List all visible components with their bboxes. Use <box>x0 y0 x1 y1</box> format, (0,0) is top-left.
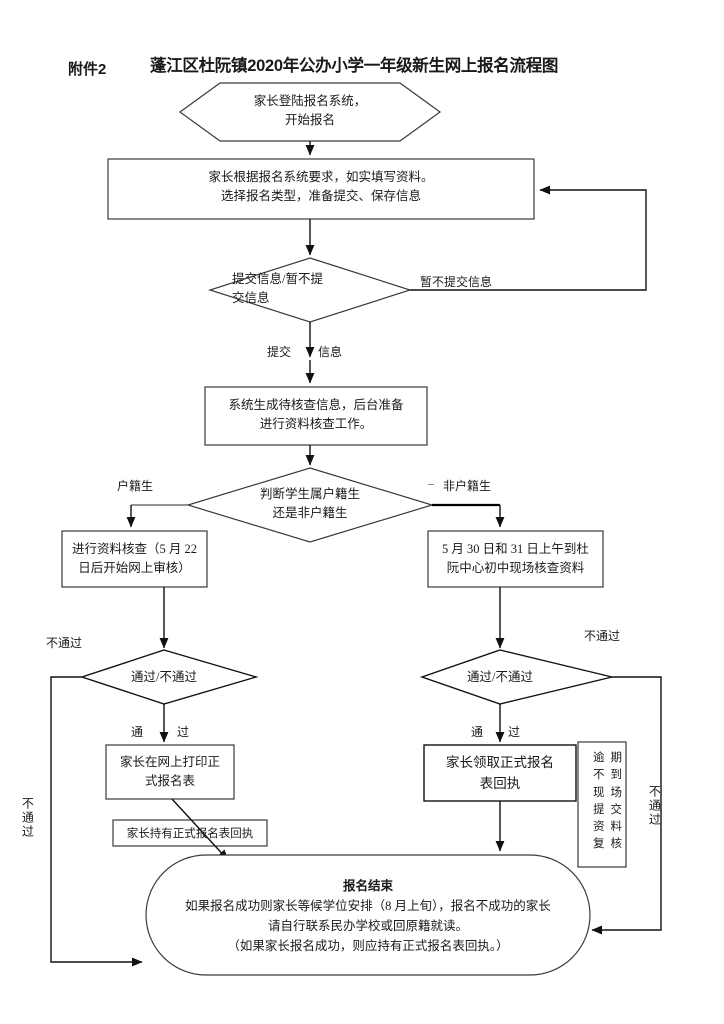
node-start-line1: 家长登陆报名系统， <box>253 94 367 108</box>
node-start-line2: 开始报名 <box>284 113 335 128</box>
page-title: 蓬江区杜阮镇2020年公办小学一年级新生网上报名流程图 <box>150 57 559 75</box>
node-end-shape <box>145 854 591 976</box>
node-receive-receipt-label: 家长领取正式报名 表回执 <box>424 753 576 795</box>
node-right-pass-decision-line1: 通过/不通过 <box>467 670 533 684</box>
node-system-generate-shape <box>204 386 428 446</box>
node-end-label: 报名结束 如果报名成功则家长等候学位安排（8 月上旬），报名不成功的家长 请自行… <box>150 876 586 956</box>
edge-label-submit-right: 信息 <box>318 345 343 359</box>
edge-label-local-student: 户籍生 <box>117 479 154 493</box>
edge-label-left-fail-vertical: 不通过 <box>20 797 35 839</box>
node-system-generate-line1: 系统生成待核查信息，后台准备 <box>228 398 404 412</box>
node-local-review-line1: 进行资料核查（5 月 22 <box>71 542 197 556</box>
edge-label-right-fail-vertical: 不通过 <box>647 785 662 827</box>
node-fill-form-line2: 选择报名类型，准备提交、保存信息 <box>220 189 421 204</box>
node-start-shape <box>178 82 442 142</box>
node-system-generate-line2: 进行资料核查工作。 <box>259 417 373 432</box>
node-overdue-note-shape <box>577 741 627 868</box>
edge-label-nonlocal-student: 非户籍生 <box>443 479 492 493</box>
node-household-decision-label: 判断学生属户籍生 还是非户籍生 <box>230 485 390 524</box>
node-end-line2: 请自行联系民办学校或回原籍就读。 <box>267 919 468 933</box>
attachment-label: 附件2 <box>68 61 107 78</box>
node-receive-receipt-shape <box>423 744 577 802</box>
node-nonlocal-review-line2: 阮中心初中现场核查资料 <box>446 561 585 576</box>
node-start-label: 家长登陆报名系统， 开始报名 <box>180 92 440 131</box>
node-receive-receipt-line1: 家长领取正式报名 <box>446 755 554 770</box>
edge-label-left-fail-top: 不通过 <box>46 636 83 650</box>
node-print-form-label: 家长在网上打印正 式报名表 <box>106 753 234 792</box>
edge-label-left-pass-a: 通 <box>131 725 144 739</box>
node-nonlocal-review-shape <box>427 530 604 588</box>
node-nonlocal-review-line1: 5 月 30 日和 31 日上午到杜 <box>442 542 589 556</box>
node-print-form-line1: 家长在网上打印正 <box>119 755 220 769</box>
edge-label-right-pass-b: 过 <box>508 725 521 739</box>
node-household-decision-shape <box>185 467 435 543</box>
node-submit-decision-line2: 交信息 <box>232 291 270 306</box>
node-fill-form-shape <box>107 158 535 220</box>
edge-label-right-pass-a: 通 <box>471 725 484 739</box>
node-fill-form-label: 家长根据报名系统要求，如实填写资料。 选择报名类型，准备提交、保存信息 <box>108 168 534 207</box>
edge-label-right-fail-top: 不通过 <box>584 629 621 643</box>
node-left-pass-decision-label: 通过/不通过 <box>104 668 224 687</box>
edge-label-nonlocal-dash: – <box>428 476 434 490</box>
node-print-form-shape <box>105 744 235 800</box>
node-hold-receipt-line1: 家长持有正式报名表回执 <box>126 828 254 840</box>
edge-label-submit-left: 提交 <box>267 345 292 359</box>
node-local-review-label: 进行资料核查（5 月 22 日后开始网上审核） <box>62 540 207 579</box>
edge-label-no-submit: 暂不提交信息 <box>420 275 493 289</box>
node-local-review-line2: 日后开始网上审核） <box>78 561 191 576</box>
overdue-note-col-right: 期 到 场 交 料 核 <box>610 752 623 851</box>
node-local-review-shape <box>61 530 208 588</box>
node-end-line3: （如果家长报名成功，则应持有正式报名表回执。） <box>227 939 509 953</box>
node-hold-receipt-shape <box>112 819 268 847</box>
node-household-decision-line1: 判断学生属户籍生 <box>259 487 360 501</box>
node-end-line1: 如果报名成功则家长等候学位安排（8 月上旬），报名不成功的家长 <box>185 899 551 913</box>
overdue-note-col-left: 逾 不 现 提 资 复 <box>593 752 605 851</box>
node-print-form-line2: 式报名表 <box>144 774 195 789</box>
node-household-decision-line2: 还是非户籍生 <box>272 506 348 521</box>
node-system-generate-label: 系统生成待核查信息，后台准备 进行资料核查工作。 <box>205 396 427 435</box>
node-nonlocal-review-label: 5 月 30 日和 31 日上午到杜 阮中心初中现场核查资料 <box>428 540 603 579</box>
node-left-pass-decision-line1: 通过/不通过 <box>131 670 197 684</box>
node-fill-form-line1: 家长根据报名系统要求，如实填写资料。 <box>208 170 434 184</box>
node-submit-decision-label: 提交信息/暂不提 交信息 <box>232 270 392 309</box>
node-end-title: 报名结束 <box>342 879 393 893</box>
node-hold-receipt-label: 家长持有正式报名表回执 <box>113 826 267 844</box>
node-overdue-note-label: 期 到 场 交 料 核 逾 不 现 提 资 复 <box>584 750 622 854</box>
node-submit-decision-line1: 提交信息/暂不提 <box>232 272 323 286</box>
node-right-pass-decision-label: 通过/不通过 <box>440 668 560 687</box>
edge-label-left-pass-b: 过 <box>177 725 190 739</box>
node-receive-receipt-line2: 表回执 <box>479 775 521 791</box>
